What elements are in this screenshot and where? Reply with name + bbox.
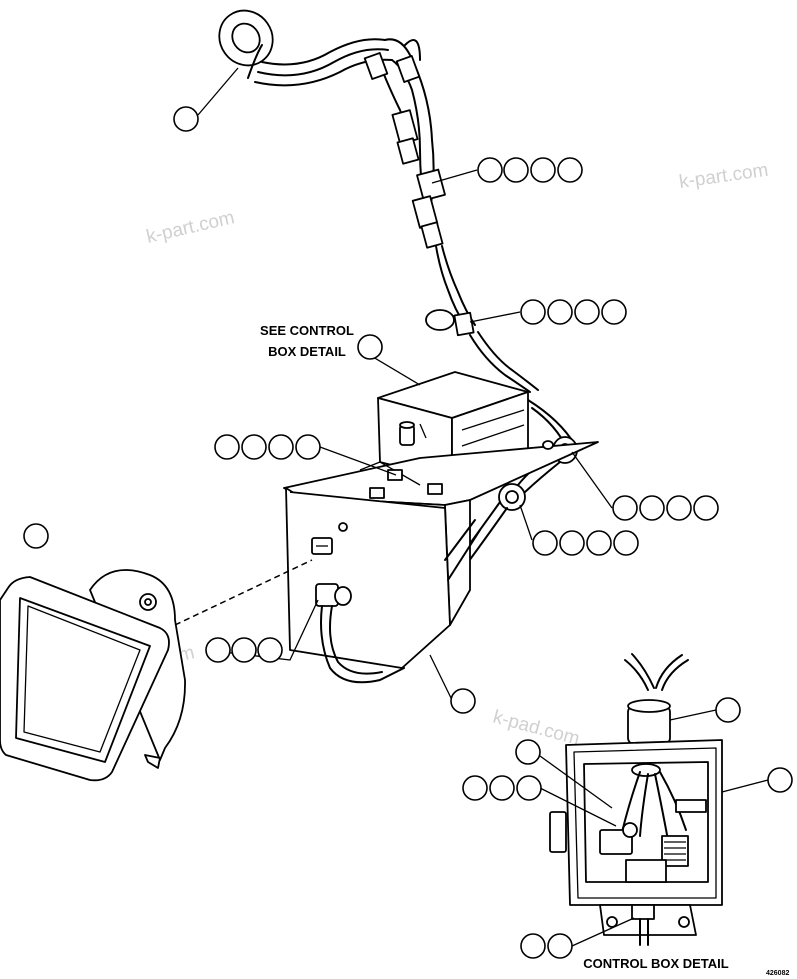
watermark-1: k-part.com [144,207,236,248]
callout-bubble [547,299,573,325]
wire-harness [218,9,578,566]
see-control-label-line2: BOX DETAIL [268,344,346,359]
callout-bubble [574,299,600,325]
callout-bubble [715,697,741,723]
callout-bubble [520,299,546,325]
callout-bubble [477,157,503,183]
callout-bubble [241,434,267,460]
callout-bubble [268,434,294,460]
watermark-2: k-part.com [678,160,770,193]
callout-bubble [231,637,257,663]
callout-bubble [666,495,692,521]
control-box-detail [549,653,723,946]
callout-bubble [612,495,638,521]
callout-bubble [767,767,793,793]
callout-bubble [516,775,542,801]
callout-bubble [639,495,665,521]
callout-bubble [205,637,231,663]
see-control-label-line1: SEE CONTROL [260,323,354,338]
leader-lines [197,67,769,947]
callout-bubble [530,157,556,183]
callout-bubble [601,299,627,325]
lower-box [285,487,481,684]
control-box-detail-caption: CONTROL BOX DETAIL [583,956,728,971]
callout-bubble [557,157,583,183]
callout-bubble [520,933,546,959]
callout-bubble [547,933,573,959]
callout-bubble [693,495,719,521]
callout-bubble [586,530,612,556]
work-lamp [0,559,313,782]
callout-bubble [503,157,529,183]
callout-bubble [559,530,585,556]
callout-bubble [462,775,488,801]
figure-number: 426082 [766,970,789,977]
callout-bubble [295,434,321,460]
callout-bubble [357,334,383,360]
callout-bubble [515,739,541,765]
callout-bubble [214,434,240,460]
callout-bubbles [23,106,793,959]
callout-bubble [532,530,558,556]
callout-bubble [613,530,639,556]
callout-bubble [450,688,476,714]
callout-bubble [23,523,49,549]
callout-bubble [489,775,515,801]
callout-bubble [257,637,283,663]
callout-bubble [173,106,199,132]
